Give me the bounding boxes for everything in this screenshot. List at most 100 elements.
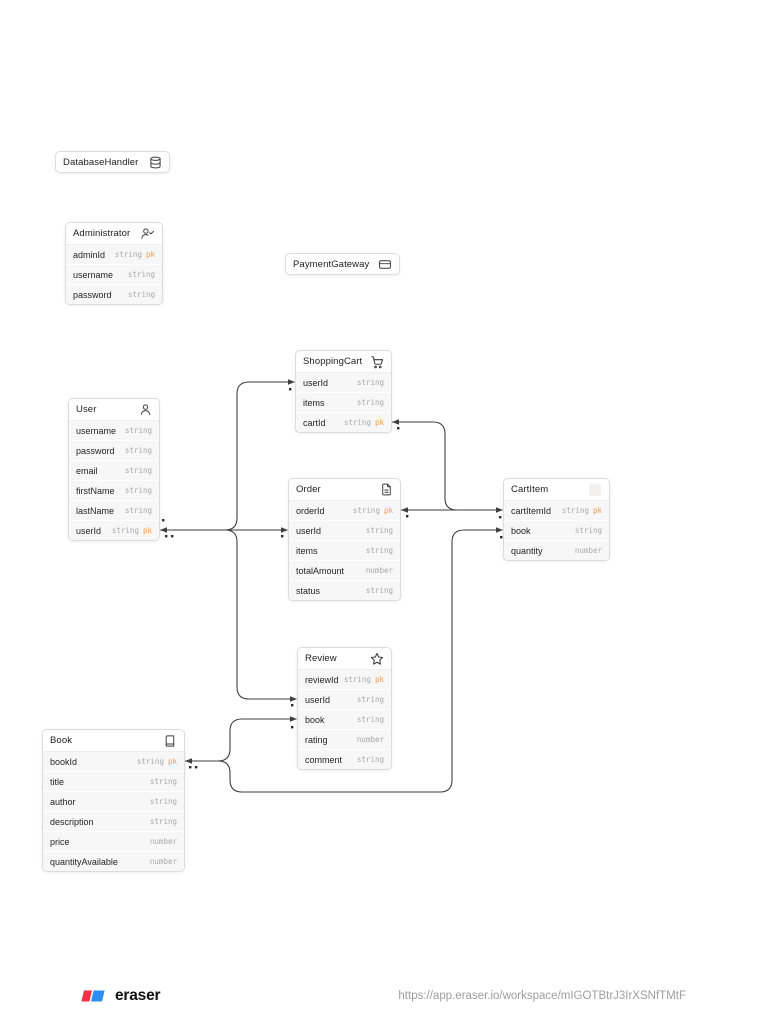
entity-title: ShoppingCart [303, 356, 363, 367]
field-type: string [343, 675, 371, 684]
field-name: price [50, 836, 70, 847]
field-type: number [365, 566, 393, 575]
edge-book-review [184, 718, 297, 762]
eraser-wordmark: eraser [115, 987, 161, 1004]
field-name: orderId [296, 505, 325, 516]
entity-paymentgateway[interactable]: PaymentGateway [285, 253, 400, 275]
field-type: string [365, 526, 393, 535]
entity-header: PaymentGateway [286, 254, 399, 274]
pk-badge: pk [374, 418, 384, 427]
entity-header: Order [289, 479, 400, 500]
field-name: password [73, 289, 112, 300]
placeholder-icon [588, 483, 602, 497]
field-type: number [574, 546, 602, 555]
field-name: password [76, 445, 115, 456]
field-name: items [296, 545, 318, 556]
field-name: firstName [76, 485, 115, 496]
field-type: number [356, 735, 384, 744]
field-name: adminId [73, 249, 106, 260]
user-check-icon [140, 227, 155, 240]
field-type: string [356, 378, 384, 387]
eraser-brand: eraser [80, 987, 161, 1005]
field-name: items [303, 397, 325, 408]
entity-title: Book [50, 735, 73, 746]
field-type: string [356, 398, 384, 407]
file-text-icon [380, 483, 393, 496]
entity-header: CartItem [504, 479, 609, 500]
field-name: userId [296, 525, 322, 536]
field-name: status [296, 585, 321, 596]
page-footer: eraser https://app.eraser.io/workspace/m… [80, 983, 686, 1009]
field-name: book [511, 525, 531, 536]
edge-user-shoppingcart [159, 381, 295, 531]
field-name: reviewId [305, 674, 339, 685]
field-type: string [343, 418, 371, 427]
field-type: string [136, 757, 164, 766]
entity-title: DatabaseHandler [63, 156, 139, 168]
field-name: description [50, 816, 94, 827]
field-type: number [149, 837, 177, 846]
edge-user-review [159, 529, 297, 700]
field-type: string [127, 270, 155, 279]
field-row-items: items string [289, 540, 400, 560]
workspace-url-link[interactable]: https://app.eraser.io/workspace/mIGOTBtr… [398, 990, 686, 1002]
entity-title: Administrator [73, 228, 131, 239]
credit-card-icon [378, 258, 392, 271]
field-name: quantityAvailable [50, 856, 118, 867]
database-icon [149, 156, 162, 169]
field-type: string [149, 797, 177, 806]
field-type: string [149, 777, 177, 786]
field-row-totalamount: totalAmount number [289, 560, 400, 580]
field-type: string [111, 526, 139, 535]
star-icon [370, 652, 384, 666]
entity-header: Book [43, 730, 184, 751]
field-type: string [124, 466, 152, 475]
eraser-logo-icon [80, 989, 107, 1003]
field-type: string [149, 817, 177, 826]
field-type: string [365, 546, 393, 555]
field-name: quantity [511, 545, 543, 556]
entity-databasehandler[interactable]: DatabaseHandler [55, 151, 170, 173]
field-name: comment [305, 754, 343, 765]
field-row-firstname: firstName string [69, 480, 159, 500]
book-icon [164, 734, 177, 748]
user-icon [139, 403, 152, 416]
field-name: username [76, 425, 117, 436]
field-name: totalAmount [296, 565, 345, 576]
pk-badge: pk [374, 675, 384, 684]
field-name: username [73, 269, 114, 280]
pk-badge: pk [142, 526, 152, 535]
field-type: string [124, 486, 152, 495]
field-row-items: items string [296, 392, 391, 412]
shopping-cart-icon [370, 355, 384, 369]
field-type: string [124, 506, 152, 515]
field-type: number [149, 857, 177, 866]
